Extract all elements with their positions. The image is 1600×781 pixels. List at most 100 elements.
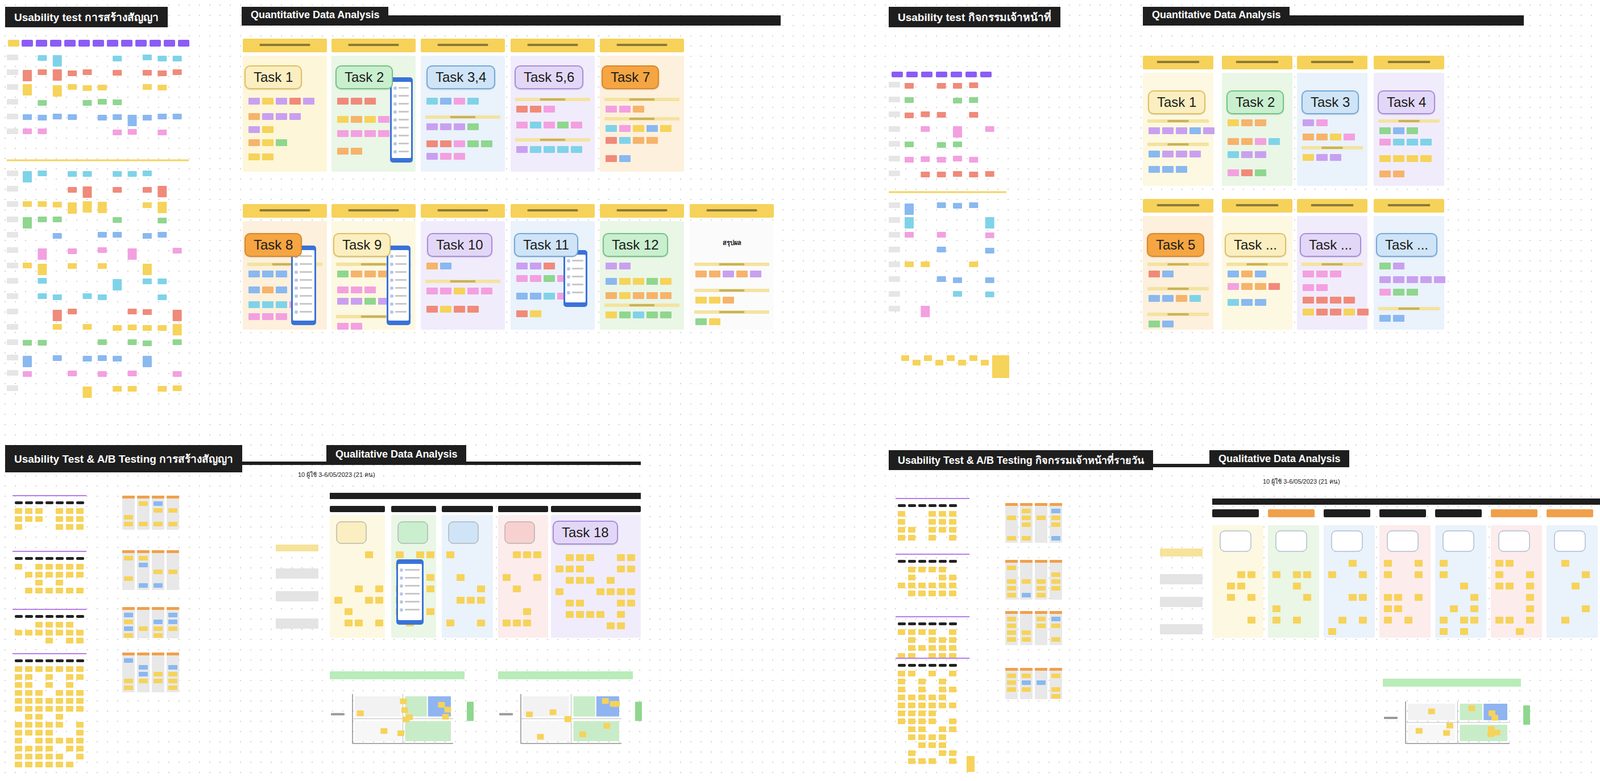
section-title-bar: Quantitative Data Analysis [1142,6,1290,23]
sticky-note [1006,515,1017,521]
column-chip [938,504,947,508]
sticky-note [65,508,74,515]
sticky-note [1358,594,1367,601]
sticky-note [168,685,178,691]
sticky-note [52,233,62,239]
sticky-note [1433,276,1446,284]
sticky-note [172,385,182,392]
sticky-note [1254,283,1267,290]
sticky-note [1148,150,1160,158]
sticky-note [364,115,376,123]
sticky-note [928,527,936,533]
sticky-note [52,113,62,120]
sticky-note [37,293,47,300]
sticky-note [153,501,163,507]
sticky-note [1162,270,1174,278]
sticky-note [440,305,452,313]
sticky-note [477,597,486,604]
sticky-note [1021,593,1031,598]
sticky-note [1051,694,1061,699]
qual-panel [1490,525,1543,638]
task-name: Task 4 [1386,94,1427,111]
sticky-note [937,83,947,89]
sticky-note [45,622,53,628]
sticky-note [1036,515,1046,521]
sticky-note [153,672,163,677]
sticky-note [1292,616,1301,624]
sticky-note [97,98,107,105]
grey-card [137,495,150,530]
sticky-note [45,682,53,688]
sticky-note [525,711,533,718]
sticky-note [1292,571,1301,579]
column-chip [391,506,437,513]
phone-mockup [386,245,411,326]
sticky-note [1495,616,1504,624]
sticky-note [248,113,260,120]
sticky-note [1379,288,1391,296]
phone-line [398,126,409,129]
sticky-note [364,270,376,278]
sticky-note [1021,630,1031,636]
sticky-note [138,556,148,561]
column-chip [35,501,44,505]
sticky-note [1515,628,1524,636]
sticky-note [82,85,92,91]
sticky-note [123,515,134,520]
row-label-placeholder [888,276,901,283]
column-chip [918,664,927,667]
sticky-note [52,69,62,81]
grey-card [166,607,180,639]
sticky-note [262,301,274,309]
sticky-note [904,112,914,119]
grey-card-chip [1020,503,1033,507]
column-chip [918,622,927,626]
row-label-placeholder [6,385,19,392]
phone-mockup [396,559,424,625]
sticky-note [627,599,636,607]
sticky-note [1505,582,1514,590]
grey-card [122,495,135,530]
sticky-note [440,123,452,131]
task-header-bar [1142,199,1214,213]
summary-strip-text [629,98,655,101]
sticky-note [1379,155,1391,163]
phone-line [571,291,584,294]
sticky-note [45,698,53,704]
sticky-note [37,340,47,346]
sticky-note [897,702,906,709]
grey-card [1034,668,1048,700]
sticky-note [112,114,122,120]
section-title-bar: Qualitative Data Analysis [326,445,467,464]
sticky-note [992,355,1010,379]
row-label-placeholder [6,370,19,376]
phone-line [404,577,420,579]
sticky-note [76,571,84,578]
column-chip [76,501,85,505]
sticky-note [1406,155,1419,163]
sticky-note [937,202,947,209]
matrix-side-note [466,702,474,722]
sticky-note [1227,119,1239,127]
phone-line [299,263,313,265]
qual-panel [441,515,493,638]
column-chip [64,39,76,47]
grey-card [137,607,150,639]
sticky-note [453,123,466,131]
sticky-note [897,670,906,677]
matrix-header [1382,678,1521,687]
header-text-placeholder [1387,204,1430,207]
sticky-note [45,629,53,636]
sticky-note [350,286,363,294]
task-name: Task 1 [253,69,293,86]
sticky-note [619,137,631,144]
sticky-note [1302,296,1315,304]
qual-panel [550,515,641,638]
sticky-note [25,730,33,736]
sticky-note [456,597,465,604]
sticky-note [67,308,77,315]
sticky-note [82,69,92,76]
sticky-note [1006,593,1017,598]
sticky-note [248,270,260,278]
qual-panel [1323,525,1375,638]
